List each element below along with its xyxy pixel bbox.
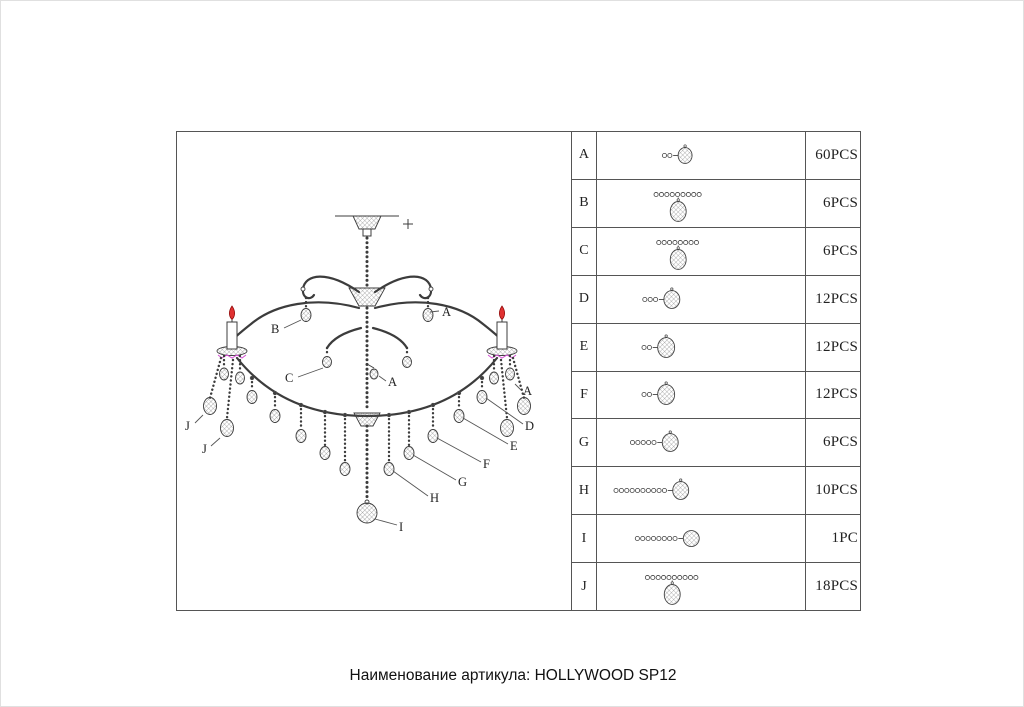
callout-label: F <box>483 457 490 471</box>
part-letter: J <box>572 563 597 611</box>
upper-scroll-arm <box>300 275 361 322</box>
part-letter: D <box>572 275 597 323</box>
part-quantity: 1PC <box>831 530 858 547</box>
hub-cup <box>348 287 386 307</box>
part-quantity: 12PCS <box>815 290 858 307</box>
part-drawing <box>641 381 675 406</box>
candle-body <box>226 321 238 350</box>
part-drawing <box>653 191 702 222</box>
part-illustration-cell <box>597 227 807 275</box>
part-letter: B <box>572 179 597 227</box>
table-row: A 60PCS <box>572 132 861 180</box>
table-row: I 1PC <box>572 515 861 564</box>
drawing-frame: A B C A A D E F G <box>176 131 861 611</box>
callouts: A B C A A D E F G <box>185 305 534 534</box>
screw-icon <box>403 219 413 229</box>
candle-assembly <box>203 305 248 437</box>
callout-label: C <box>285 371 293 385</box>
table-row: E 12PCS <box>572 323 861 372</box>
part-letter: I <box>572 515 597 563</box>
inner-scroll-arm <box>322 326 363 368</box>
table-row: J 18PCS <box>572 563 861 611</box>
table-row: F 12PCS <box>572 371 861 420</box>
part-quantity: 6PCS <box>823 434 858 451</box>
part-illustration-cell <box>597 275 807 323</box>
table-row: C 6PCS <box>572 227 861 276</box>
table-row: B 6PCS <box>572 179 861 228</box>
part-illustration-cell <box>597 323 807 371</box>
part-quantity: 18PCS <box>815 578 858 595</box>
callout-label: A <box>442 305 451 319</box>
callout-label: A <box>388 375 397 389</box>
parts-table: A 60PCS B 6PCS C 6PCS D 12PCS E 12PCS F … <box>571 132 861 611</box>
center-crystal <box>369 368 379 380</box>
part-drawing <box>629 430 679 453</box>
part-quantity: 60PCS <box>815 146 858 163</box>
part-drawing <box>613 478 690 501</box>
callout-label: B <box>271 322 279 336</box>
center-bowl <box>353 412 381 427</box>
part-illustration-cell <box>597 371 807 419</box>
callout-label: A <box>523 384 532 398</box>
part-quantity: 12PCS <box>815 386 858 403</box>
part-letter: C <box>572 227 597 275</box>
chandelier-diagram: A B C A A D E F G <box>177 132 571 610</box>
part-drawing <box>642 287 681 309</box>
chandelier-svg: A B C A A D E F G <box>185 215 534 534</box>
ceiling-mount <box>335 215 413 237</box>
part-letter: G <box>572 419 597 467</box>
part-letter: A <box>572 132 597 179</box>
table-row: H 10PCS <box>572 467 861 516</box>
table-row: D 12PCS <box>572 275 861 324</box>
part-drawing <box>644 575 699 605</box>
part-illustration-cell <box>597 467 807 515</box>
callout-label: I <box>399 520 403 534</box>
part-illustration-cell <box>597 179 807 227</box>
bead-strings <box>246 375 351 476</box>
part-quantity: 12PCS <box>815 338 858 355</box>
part-illustration-cell <box>597 515 807 563</box>
article-caption: Наименование артикула: HOLLYWOOD SP12 <box>349 667 677 684</box>
part-letter: E <box>572 323 597 371</box>
part-illustration-cell <box>597 419 807 467</box>
callout-label: E <box>510 439 518 453</box>
part-letter: F <box>572 371 597 419</box>
callout-label: D <box>525 419 534 433</box>
part-drawing <box>661 144 693 164</box>
table-row: G 6PCS <box>572 419 861 468</box>
part-letter: H <box>572 467 597 515</box>
callout-label: G <box>458 475 467 489</box>
part-drawing <box>656 239 699 270</box>
callout-label: J <box>202 442 207 456</box>
part-drawing <box>641 334 675 358</box>
callout-label: J <box>185 419 190 433</box>
flame <box>229 305 235 320</box>
part-drawing <box>634 530 700 548</box>
callout-label: H <box>430 491 439 505</box>
part-illustration-cell <box>597 132 807 179</box>
part-quantity: 10PCS <box>815 482 858 499</box>
center-ball <box>356 502 378 524</box>
part-illustration-cell <box>597 563 807 611</box>
part-quantity: 6PCS <box>823 242 858 259</box>
part-quantity: 6PCS <box>823 194 858 211</box>
